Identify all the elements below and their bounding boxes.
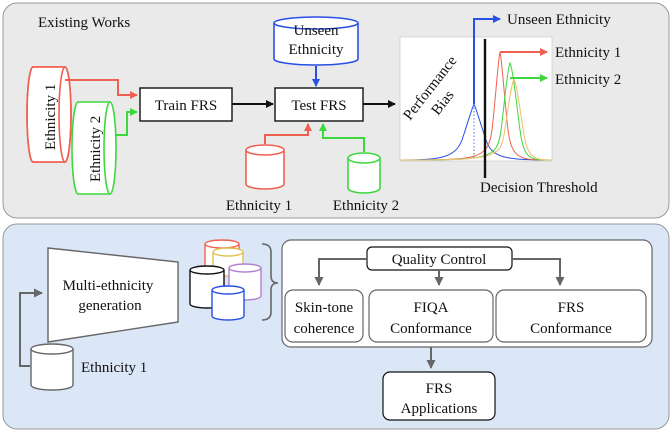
ethnicity-1-small-db-icon xyxy=(245,144,285,190)
train-frs-label: Train FRS xyxy=(155,98,217,114)
test-frs-box xyxy=(274,87,364,122)
ethnicity-3-curve xyxy=(399,77,553,161)
cluster-bracket xyxy=(261,243,279,321)
generated-ethnicities-db-cluster xyxy=(189,239,262,321)
unseen-db-label-1: Unseen xyxy=(294,23,339,39)
legend-unseen-ethnicity: Unseen Ethnicity xyxy=(507,12,611,28)
score-distribution-chart xyxy=(399,36,553,162)
generator-label-2: generation xyxy=(78,298,142,314)
ethnicity-1-curve xyxy=(399,51,553,161)
skin-tone-label-2: coherence xyxy=(294,321,355,337)
frs-apps-label-1: FRS xyxy=(426,381,453,397)
eth1-to-test-arrow xyxy=(264,123,312,144)
eth2-to-test-arrow xyxy=(319,123,365,152)
eth1-to-train-arrow xyxy=(65,79,138,99)
decision-threshold-label: Decision Threshold xyxy=(480,180,598,196)
eth2-to-train-arrow xyxy=(116,108,138,136)
test-frs-label: Test FRS xyxy=(291,98,346,114)
unseen-ethnicity-db-icon xyxy=(273,16,359,66)
ethnicity-1-vertical-label: Ethnicity 1 xyxy=(43,84,59,150)
unseen-legend-arrow xyxy=(473,15,501,104)
fiqa-label-2: Conformance xyxy=(390,321,472,337)
skin-tone-coherence-box xyxy=(284,289,364,343)
frs-apps-label-2: Applications xyxy=(401,401,478,417)
ethnicity-2-bottom-label: Ethnicity 2 xyxy=(333,198,399,214)
fiqa-conformance-box xyxy=(368,289,494,343)
input-to-generator-arrow xyxy=(19,288,43,367)
qc-to-frs-arrow xyxy=(512,258,565,286)
frs-applications-box xyxy=(382,371,496,421)
ethnicity-2-small-db-icon xyxy=(347,152,381,194)
generator-label-1: Multi-ethnicity xyxy=(63,278,154,294)
input-ethnicity-label: Ethnicity 1 xyxy=(81,360,147,376)
quality-control-label: Quality Control xyxy=(392,252,487,268)
frs-conf-label-2: Conformance xyxy=(530,321,612,337)
ethnicity-1-bottom-label: Ethnicity 1 xyxy=(226,198,292,214)
frs-conformance-box xyxy=(495,289,647,343)
skin-tone-label-1: Skin-tone xyxy=(295,300,354,316)
frs-conf-label-1: FRS xyxy=(558,300,585,316)
multi-ethnicity-generator xyxy=(47,247,179,343)
fiqa-label-1: FIQA xyxy=(413,300,448,316)
ethnicity-2-curve xyxy=(399,61,553,161)
unseen-db-label-2: Ethnicity xyxy=(289,42,344,58)
existing-works-title: Existing Works xyxy=(38,15,130,31)
input-ethnicity-db-icon xyxy=(30,343,74,391)
legend-ethnicity-1: Ethnicity 1 xyxy=(555,45,621,61)
qc-to-skin-arrow xyxy=(314,258,367,286)
ethnicity-2-db-icon xyxy=(71,101,117,195)
ethnicity-2-vertical-label: Ethnicity 2 xyxy=(88,116,104,182)
legend-ethnicity-2: Ethnicity 2 xyxy=(555,72,621,88)
